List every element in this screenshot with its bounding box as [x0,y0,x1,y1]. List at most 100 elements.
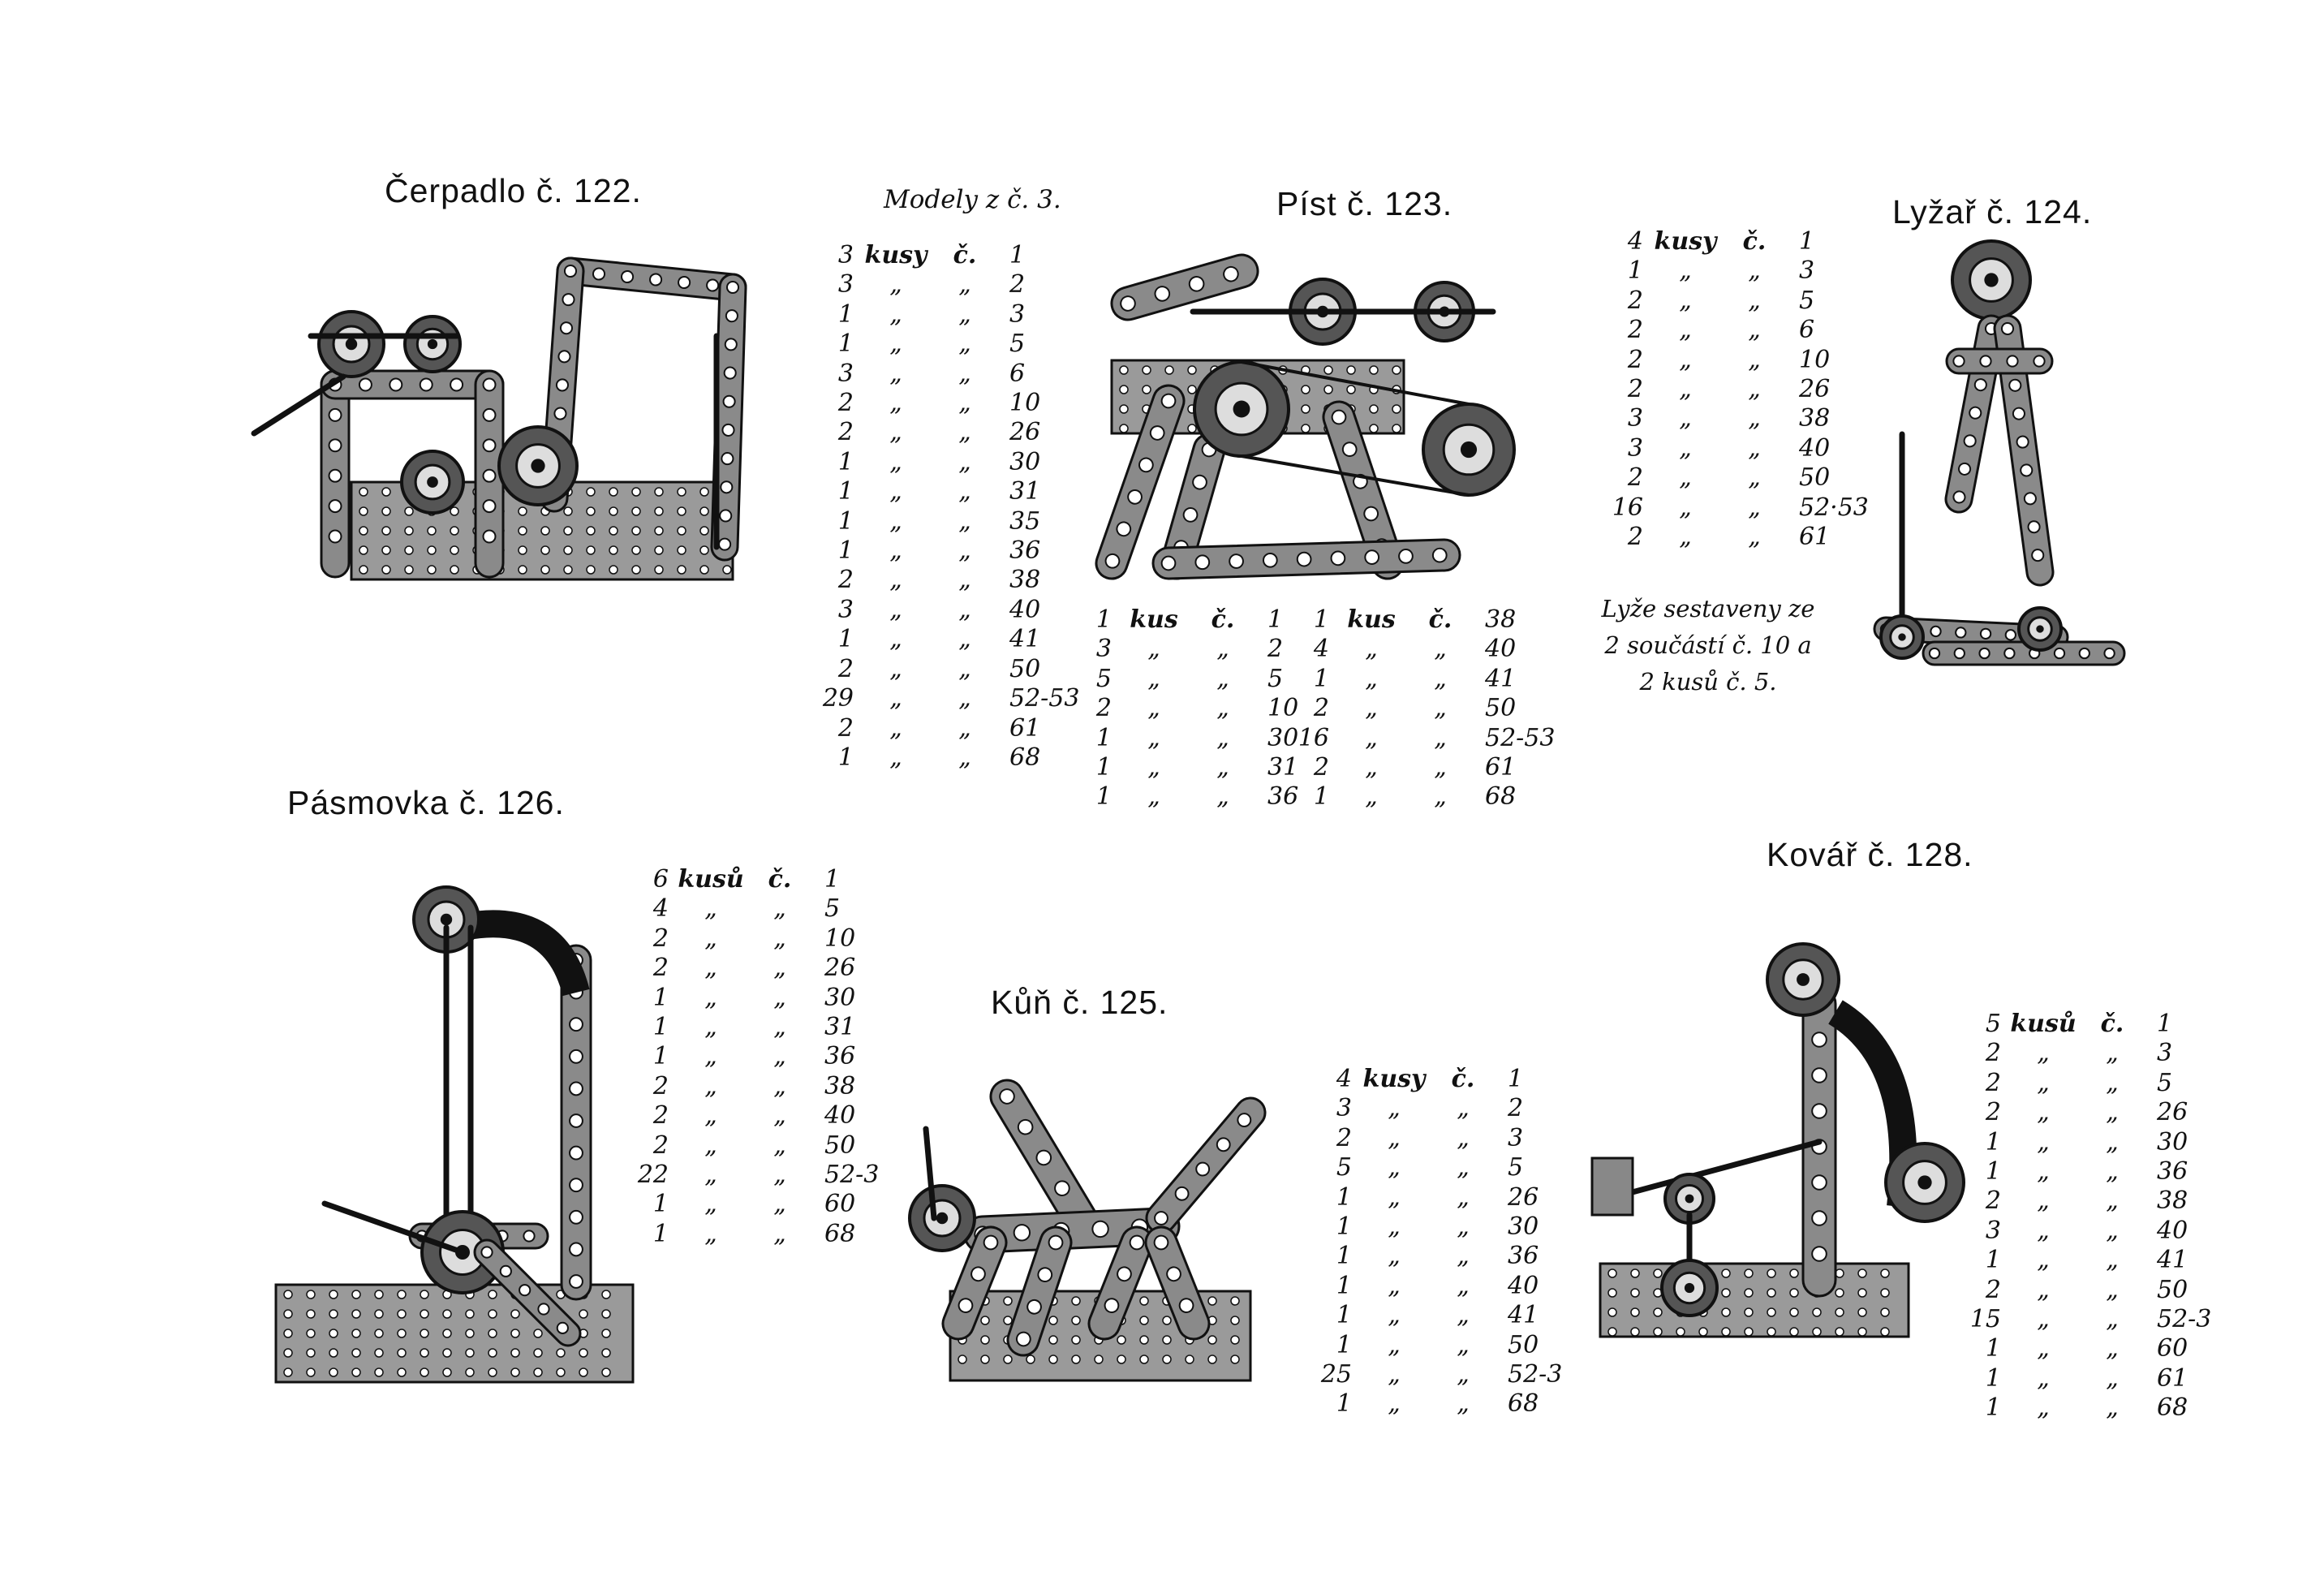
parts-row: 2„„38 [811,566,1089,595]
unit: „ [889,447,902,476]
hole [1978,647,1990,660]
unit: „ [1388,1212,1401,1242]
quantity: 25 [1320,1360,1352,1389]
hole [592,267,606,281]
hole [283,1290,293,1299]
number-label: „ [2106,1068,2119,1097]
part-number: 10 [824,924,856,953]
part-number: 3 [1799,256,1815,286]
part-number: 31 [1009,477,1041,506]
hole [579,1367,588,1377]
axle [1797,973,1810,986]
hole [450,506,459,516]
hole [465,1309,475,1319]
hole [1607,1288,1617,1298]
number-label: č. [1428,605,1452,634]
hole [631,506,641,516]
part-number: 40 [1009,595,1041,624]
quantity: 2 [837,418,854,447]
unit: „ [2037,1157,2050,1187]
quantity: 2 [1627,375,1643,404]
hole [510,1348,520,1358]
axle [427,338,438,350]
rod [321,1200,466,1256]
hole [601,1329,611,1338]
part-number: 68 [1485,782,1517,812]
number-label: „ [1457,1212,1470,1242]
part-number: 5 [2157,1068,2173,1097]
hole [328,529,342,544]
quantity: 1 [837,329,854,359]
hole [1026,1355,1035,1364]
hole [569,1113,583,1128]
hole [1207,1335,1217,1345]
hole [488,1348,497,1358]
number-label: „ [2106,1305,2119,1334]
hole [1392,404,1401,414]
hole [1164,365,1174,375]
parts-row: 1„„68 [1959,1393,2236,1423]
part-number: 26 [2157,1098,2188,1127]
hole [1767,1268,1776,1278]
unit: „ [1365,694,1378,723]
unit: „ [1679,463,1692,493]
hole [283,1329,293,1338]
part-number: 52-3 [824,1161,880,1190]
parts-row: 29„„52-53 [811,684,1089,713]
quantity: 16 [1612,493,1643,522]
parts-row: 1„„3 [811,300,1089,329]
quantity: 5 [1985,1010,2001,1038]
number-label: „ [1748,493,1761,522]
number-label: „ [1216,723,1229,752]
number-label: „ [1748,256,1761,286]
hole [654,526,664,536]
model-title-cerpadlo: Čerpadlo č. 122. [385,172,642,209]
unit: „ [1388,1094,1401,1123]
unit: „ [1388,1330,1401,1359]
unit: „ [2037,1187,2050,1216]
hole [1721,1307,1731,1317]
hole [1035,1149,1052,1166]
lyzar-note: Lyže sestaveny ze 2 součástí č. 10 a 2 k… [1590,591,1826,700]
hole [381,545,391,555]
hole [958,1355,967,1364]
hole [499,1264,512,1277]
unit: „ [704,1071,717,1100]
part-number: 52·53 [1799,493,1869,522]
quantity: 2 [652,1071,669,1100]
hole [328,438,342,453]
unit: „ [2037,1275,2050,1304]
hole [329,1367,338,1377]
hole [586,526,596,536]
hole [1230,1296,1240,1306]
hole [1207,1355,1217,1364]
parts-row: 15„„52-3 [1959,1305,2236,1334]
hole [397,1309,407,1319]
hole [609,565,618,575]
hole [1653,1327,1663,1337]
number-label: „ [773,954,786,983]
hole [1979,355,1992,368]
part-number: 26 [1799,375,1831,404]
quantity: 2 [1985,1098,2001,1127]
hole [1119,424,1129,433]
unit: „ [2037,1246,2050,1275]
quantity: 3 [1336,1094,1352,1123]
part-number: 31 [1267,753,1299,782]
unit: „ [1679,256,1692,286]
number-label: „ [773,1219,786,1248]
part-number: 41 [1508,1301,1539,1330]
number-label: „ [1457,1242,1470,1271]
number-label: č. [1742,227,1767,256]
hole [306,1367,316,1377]
hole [329,1309,338,1319]
strip-body [1110,253,1259,321]
part-number: 5 [1508,1153,1524,1182]
hole [999,1088,1015,1105]
strip [1087,1225,1154,1341]
quantity: 1 [1336,1242,1352,1271]
part-number: 50 [824,1131,856,1160]
hole [1323,385,1333,394]
quantity: 1 [1985,1127,2001,1156]
parts-row: 3„„2 [1069,635,1347,664]
